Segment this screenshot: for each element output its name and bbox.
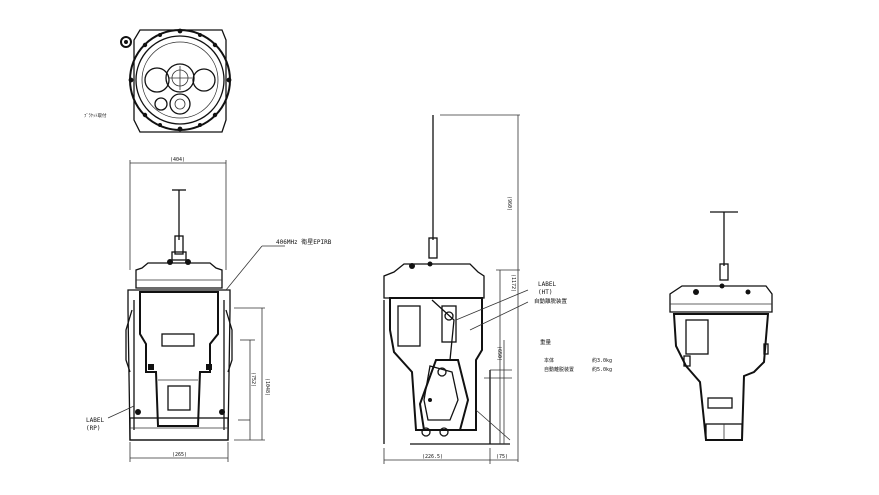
front-elevation-view: [107, 160, 285, 462]
side-body-dim: (1172): [510, 274, 516, 292]
weight-main-label: 本体: [544, 357, 554, 364]
front-inner-height-dim: (752): [250, 372, 256, 387]
side-antenna-dim: (960): [506, 196, 512, 211]
side-small-dim: (75): [496, 454, 508, 460]
side-inner-dim: (650): [496, 346, 502, 361]
front-height-dim: (1048): [264, 378, 270, 396]
label-ht-line2: (HT): [538, 289, 552, 296]
top-plan-view: [120, 28, 232, 133]
label-rp-line2: (RP): [86, 425, 100, 432]
weight-release-value: 約5.0kg: [592, 366, 612, 373]
weight-heading: 重量: [540, 338, 552, 346]
front-bottom-width-dim: (265): [172, 452, 187, 458]
epirb-label: 406MHz 衛星EPIRB: [276, 238, 332, 246]
label-rp-line1: LABEL: [86, 417, 104, 424]
auto-release-label: 自動離脱装置: [534, 297, 568, 305]
weight-release-label: 自動離脱装置: [544, 366, 574, 373]
weight-main-value: 約3.0kg: [592, 357, 612, 364]
label-ht-line1: LABEL: [538, 281, 556, 288]
front-top-width-dim: (404): [170, 157, 185, 163]
side-bottom-width-dim: (226.5): [422, 454, 443, 460]
side-elevation-view: [383, 114, 529, 464]
rear-elevation-view: [669, 211, 773, 441]
top-view-caption: ﾌﾞﾗｹｯﾄ取付: [84, 112, 107, 119]
